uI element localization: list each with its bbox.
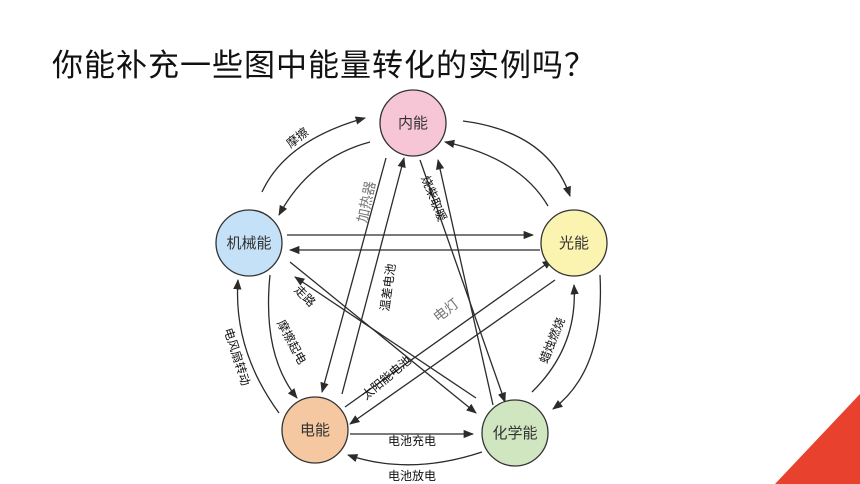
label-thermo-battery: 温差电池 <box>378 263 399 312</box>
node-internal-circle <box>379 89 447 157</box>
node-light-circle <box>540 209 608 277</box>
label-battery-charge: 电池充电 <box>388 433 436 448</box>
label-electric-lamp: 电灯 <box>431 296 463 326</box>
node-chemical-label: 化学能 <box>492 424 537 442</box>
node-electric-energy: 电能 <box>281 396 349 464</box>
page-title: 你能补充一些图中能量转化的实例吗？ <box>52 48 596 84</box>
node-mechanical-circle <box>215 209 283 277</box>
node-electric-label: 电能 <box>300 421 330 439</box>
outer-arrows <box>233 116 602 466</box>
node-chemical-circle <box>481 399 549 467</box>
label-battery-discharge: 电池放电 <box>388 468 436 483</box>
node-electric-circle <box>281 396 349 464</box>
node-chemical-energy: 化学能 <box>481 399 549 467</box>
node-internal-label: 内能 <box>398 114 428 132</box>
inner-arrows <box>287 156 556 425</box>
label-friction-top: 摩擦 <box>283 124 311 151</box>
label-friction-electricity: 摩擦起电 <box>274 317 310 366</box>
label-walking: 走路 <box>291 282 319 310</box>
label-solar-cell: 太阳能电池 <box>358 353 414 403</box>
node-light-label: 光能 <box>559 234 589 252</box>
corner-decoration <box>775 394 860 484</box>
label-burn-firewood: 烧柴取暖 <box>418 174 449 224</box>
node-mechanical-energy: 机械能 <box>215 209 283 277</box>
node-internal-energy: 内能 <box>379 89 447 157</box>
node-mechanical-label: 机械能 <box>226 234 271 252</box>
node-light-energy: 光能 <box>540 209 608 277</box>
label-heater: 加热器 <box>355 180 379 224</box>
label-candle-burning: 蜡烛燃烧 <box>536 315 568 365</box>
